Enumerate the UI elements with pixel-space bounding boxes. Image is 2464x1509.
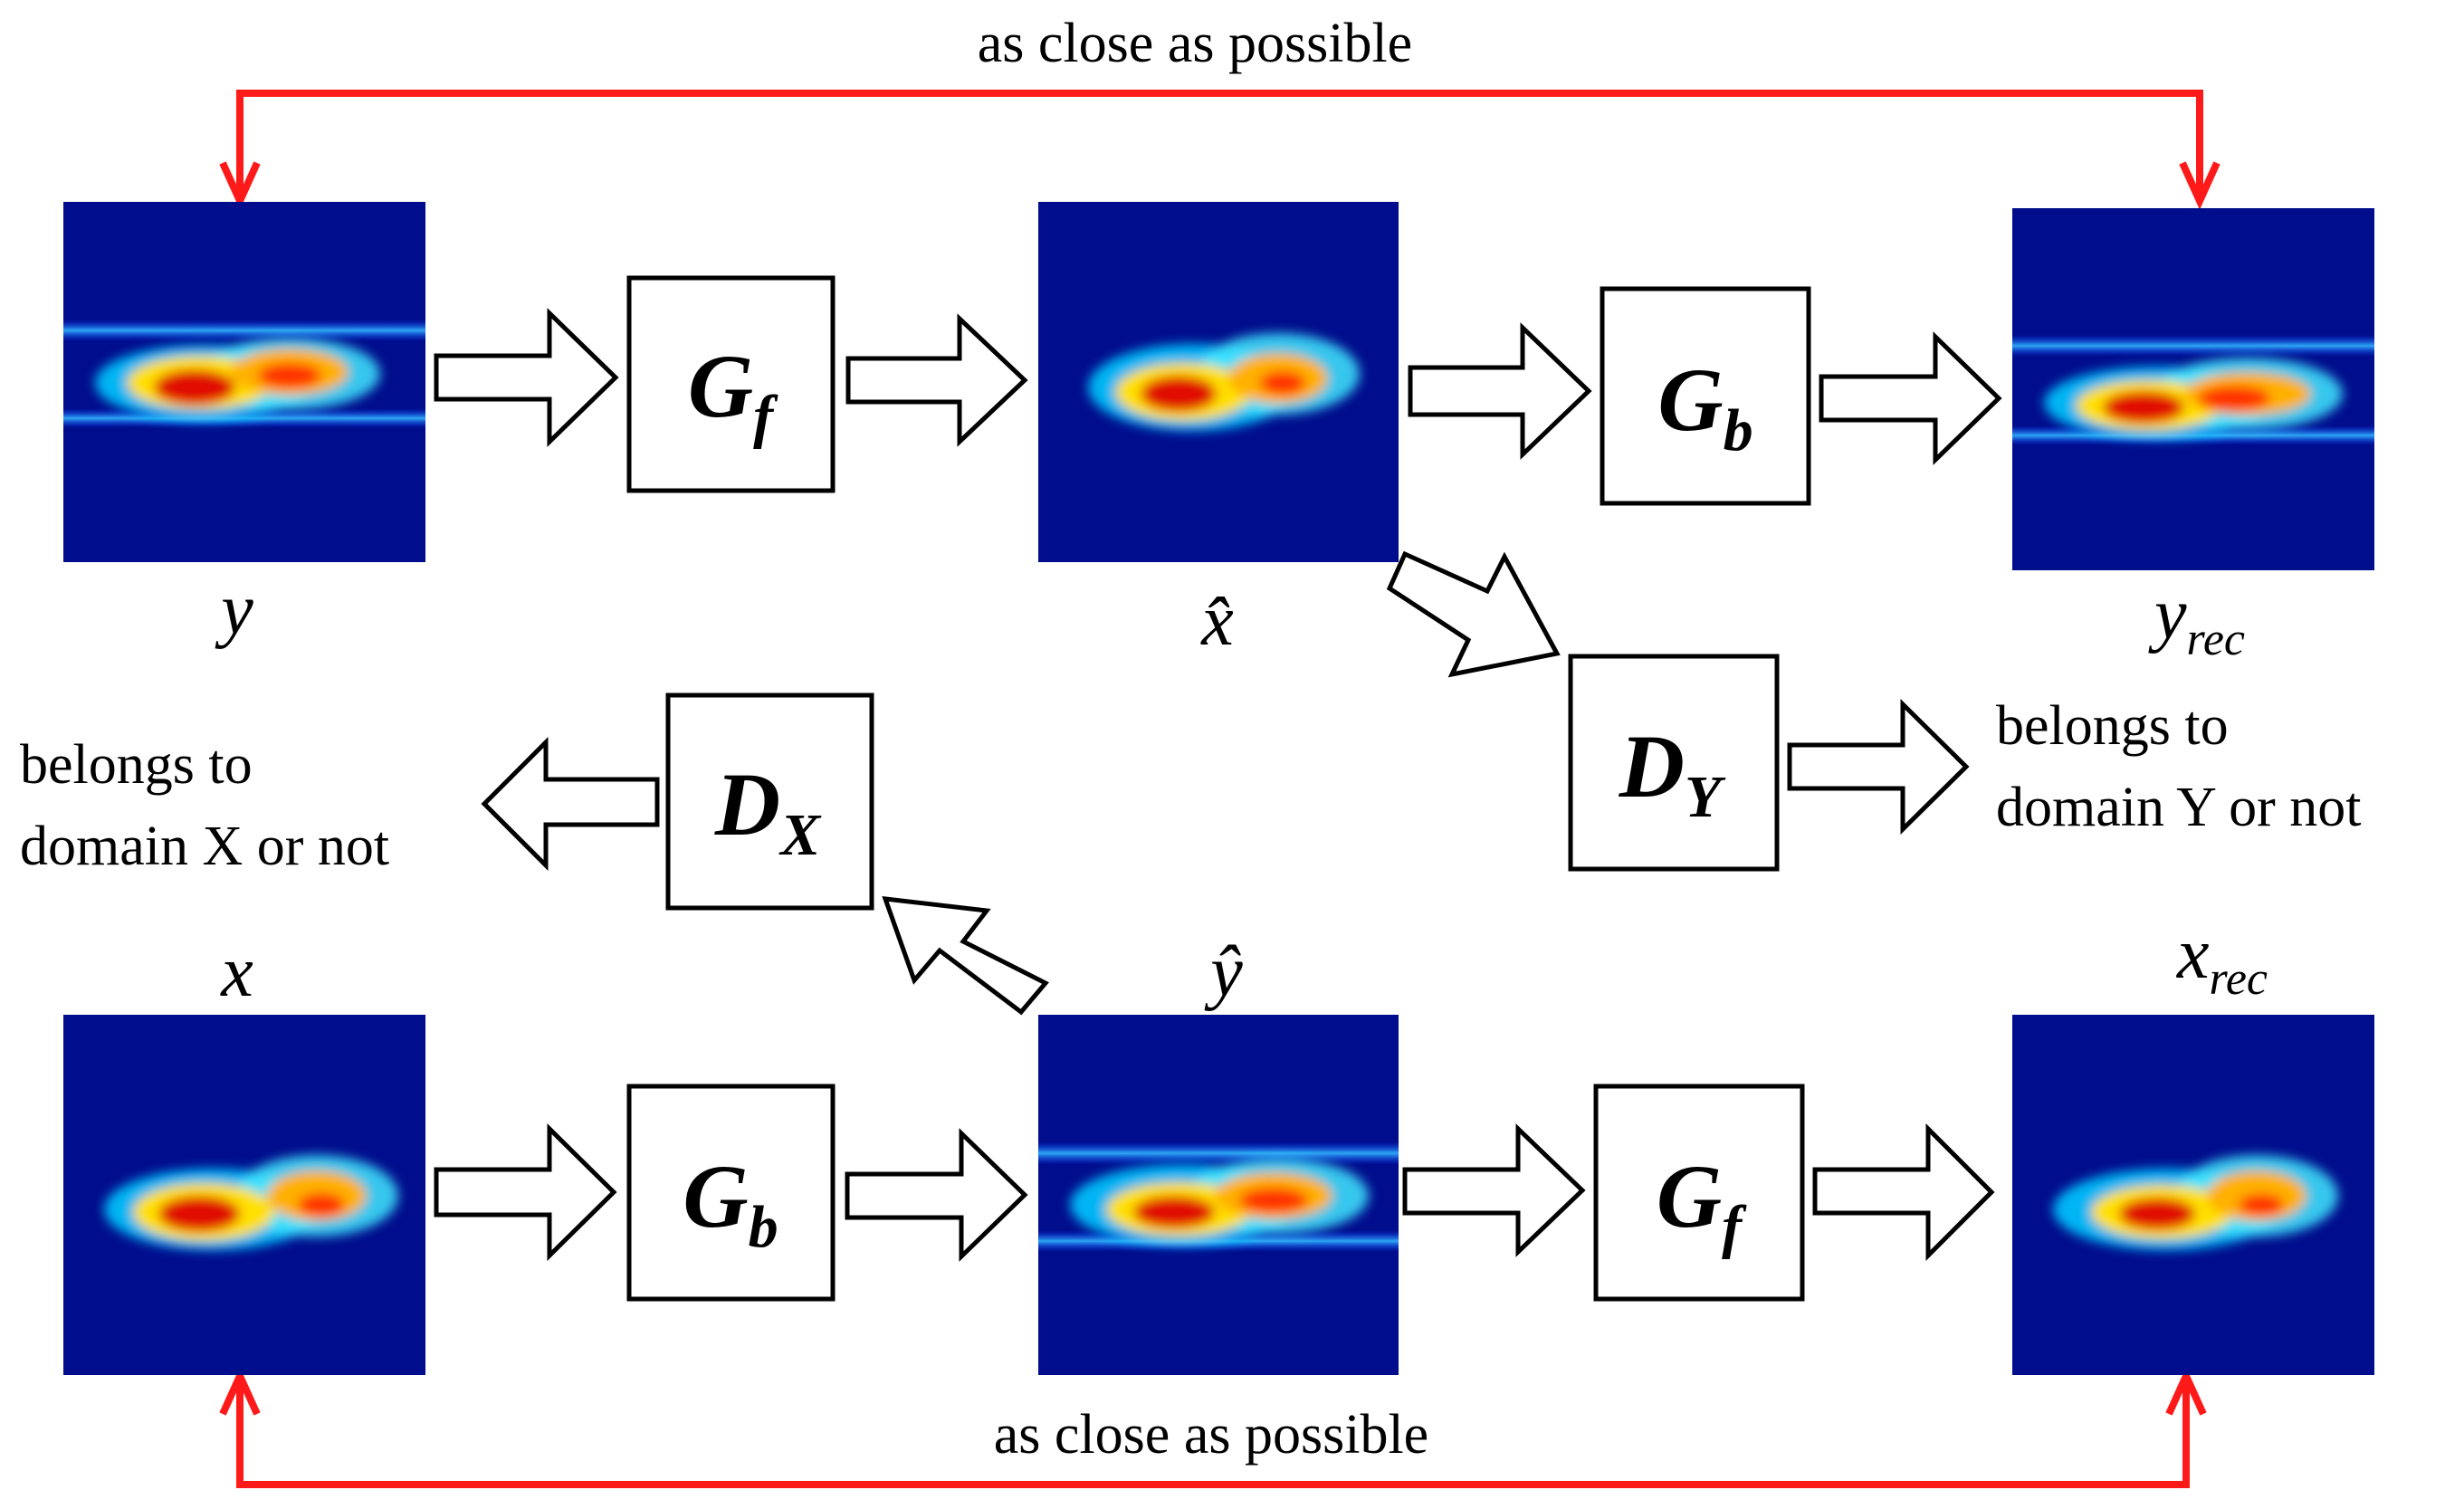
label-y-rec-sub: rec [2187, 614, 2245, 665]
svg-text:DY: DY [1619, 716, 1726, 830]
label-x-hat: x̂ [1200, 581, 1234, 661]
block-gf-bottom-main: G [1657, 1146, 1722, 1246]
dx-output-line2: domain X or not [20, 816, 389, 877]
top-loop-label: as close as possible [978, 13, 1412, 74]
label-y-rec: yrec [2148, 575, 2245, 665]
block-gf-top-main: G [688, 336, 753, 436]
block-dy-sub: Y [1685, 764, 1726, 830]
block-gf-bottom: Gf [1593, 1084, 1805, 1302]
dx-output-text: belongs to domain X or not [20, 734, 389, 877]
block-gb-top-main: G [1657, 349, 1723, 450]
arrow-gf-to-xhat [845, 313, 1028, 447]
block-gb-bottom-sub: b [749, 1194, 778, 1260]
spectrogram-y-rec [2012, 208, 2374, 570]
label-x-rec-sub: rec [2210, 953, 2268, 1005]
svg-text:Gf: Gf [1657, 1146, 1747, 1260]
block-dx-sub: X [778, 802, 822, 868]
block-dx-main: D [714, 754, 780, 855]
arrow-xhat-to-gb [1408, 322, 1592, 460]
svg-text:DX: DX [714, 754, 822, 868]
bottom-loop-line [236, 1376, 2190, 1488]
bottom-loop: as close as possible [219, 1367, 2207, 1488]
arrow-yhat-to-gf [1402, 1123, 1586, 1257]
label-x: x [220, 932, 253, 1012]
spectrogram-y-hat [1038, 1015, 1399, 1375]
block-dx: DX [665, 692, 874, 911]
label-y-hat-main: ŷ [1204, 932, 1243, 1012]
spectrogram-x-hat [1038, 202, 1399, 562]
label-y: y [215, 570, 253, 650]
label-y-main: y [215, 570, 253, 650]
spectrogram-y [63, 202, 425, 562]
label-x-hat-main: x̂ [1200, 581, 1234, 661]
label-x-rec: xrec [2176, 914, 2268, 1005]
block-gf-top: Gf [626, 275, 836, 493]
arrow-gb-to-yhat [845, 1128, 1028, 1262]
arrow-dy-to-output [1787, 699, 1970, 835]
dy-output-line2: domain Y or not [1996, 777, 2362, 838]
top-loop-arrowhead-left [219, 161, 261, 210]
spectrogram-x [63, 1015, 425, 1375]
block-dy-main: D [1619, 716, 1685, 817]
top-loop: as close as possible [219, 13, 2220, 210]
arrow-dx-to-output [481, 736, 660, 872]
block-gb-bottom: Gb [626, 1084, 836, 1302]
arrow-yhat-to-dx [882, 896, 1049, 1016]
top-loop-arrowhead-right [2179, 161, 2220, 210]
arrow-gf-to-xrec [1812, 1122, 1995, 1262]
block-gb-bottom-main: G [683, 1146, 748, 1246]
top-loop-line [236, 90, 2203, 201]
dy-output-text: belongs to domain Y or not [1996, 695, 2362, 838]
label-y-rec-main: y [2148, 575, 2187, 654]
svg-text:Gb: Gb [683, 1146, 778, 1260]
arrow-gb-to-yrec [1819, 331, 2002, 465]
arrow-x-to-gb [434, 1123, 617, 1261]
block-dy: DY [1568, 654, 1780, 872]
bottom-loop-label: as close as possible [994, 1404, 1428, 1466]
bottom-loop-arrowhead-right [2165, 1367, 2207, 1416]
arrow-xhat-to-dy [1386, 550, 1561, 678]
bottom-loop-arrowhead-left [219, 1367, 261, 1416]
label-x-rec-main: x [2176, 914, 2210, 994]
label-y-hat: ŷ [1204, 932, 1243, 1012]
block-gb-top-sub: b [1724, 397, 1753, 463]
arrow-y-to-gf [434, 308, 619, 447]
label-x-main: x [220, 932, 253, 1012]
block-gb-top: Gb [1600, 286, 1811, 506]
dx-output-line1: belongs to [20, 734, 253, 796]
spectrogram-x-rec [2012, 1015, 2374, 1375]
svg-text:Gb: Gb [1657, 349, 1752, 463]
dy-output-line1: belongs to [1996, 695, 2229, 757]
